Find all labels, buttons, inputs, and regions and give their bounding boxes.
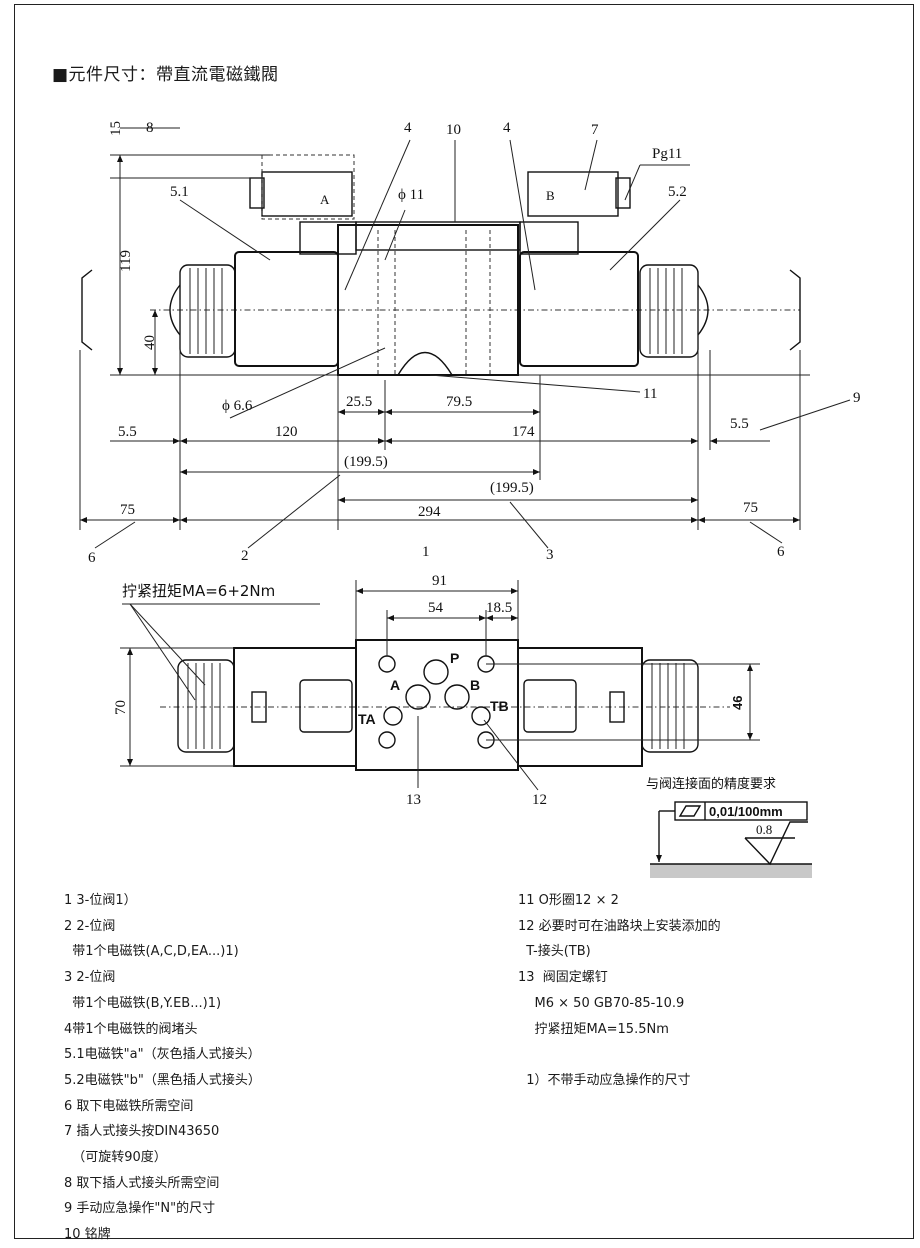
dim-15: 15 xyxy=(108,121,124,136)
port-label-TA: TA xyxy=(358,711,376,727)
roughness-value: 0.8 xyxy=(756,822,772,837)
dim-91: 91 xyxy=(432,573,447,589)
page-frame xyxy=(14,4,914,1239)
port-A xyxy=(405,684,431,710)
legend-item: 5.2电磁铁"b"（黑色插人式接头） xyxy=(64,1072,261,1088)
label-6-right: 6 xyxy=(777,544,785,560)
label-6-left: 6 xyxy=(88,550,96,566)
dim-294: 294 xyxy=(418,504,441,520)
label-10: 10 xyxy=(446,122,461,138)
page-title: ■元件尺寸：帶直流電磁鐵閥 xyxy=(52,65,279,85)
legend-item: 2 2-位阀 xyxy=(64,918,116,934)
legend-item: 12 必要时可在油路块上安装添加的 xyxy=(518,918,721,934)
port-label-A: A xyxy=(390,677,400,693)
dim-199.5-a: (199.5) xyxy=(344,454,388,470)
label-1: 1 xyxy=(422,544,430,560)
left-solenoid-coil xyxy=(234,251,339,367)
label-5.1: 5.1 xyxy=(170,184,189,200)
legend-item: 1）不带手动应急操作的尺寸 xyxy=(518,1072,691,1088)
legend-item: T-接头(TB) xyxy=(518,944,591,960)
mount-hole xyxy=(378,731,396,749)
right-solenoid-coil xyxy=(519,251,639,367)
port-TB xyxy=(471,706,491,726)
dim-79.5: 79.5 xyxy=(446,394,472,410)
side-view xyxy=(79,127,851,549)
port-label-TB: TB xyxy=(490,698,509,714)
legend-item: 带1个电磁铁(A,C,D,EA...)1) xyxy=(64,944,239,960)
dim-46: 46 xyxy=(730,696,745,710)
legend-item: M6 × 50 GB70-85-10.9 xyxy=(518,995,685,1011)
label-4-right: 4 xyxy=(503,120,511,136)
legend-item: 6 取下电磁铁所需空间 xyxy=(64,1098,194,1114)
surface-requirement: 与阀连接面的精度要求 0,01/100mm 0.8 xyxy=(646,776,812,878)
dim-40: 40 xyxy=(142,335,158,350)
surface-caption: 与阀连接面的精度要求 xyxy=(646,776,776,792)
top-left-nut xyxy=(177,659,235,753)
dim-phi6.6: ϕ 6.6 xyxy=(222,398,253,414)
top-view xyxy=(120,580,760,791)
port-label-P: P xyxy=(450,650,459,666)
label-5.2: 5.2 xyxy=(668,184,687,200)
label-2: 2 xyxy=(241,548,249,564)
legend-spacer xyxy=(518,1042,721,1068)
legend-item: 拧紧扭矩MA=15.5Nm xyxy=(518,1021,669,1037)
right-connector-plug xyxy=(519,171,631,255)
legend-item: 8 取下插人式接头所需空间 xyxy=(64,1175,220,1191)
dim-174: 174 xyxy=(512,424,535,440)
dim-pg11: Pg11 xyxy=(652,146,682,162)
legend-item: 4带1个电磁铁的阀堵头 xyxy=(64,1021,198,1037)
legend-item: 13 阀固定螺钉 xyxy=(518,970,608,986)
top-view-labels: 拧紧扭矩MA=6+2Nm 91 54 18.5 70 46 P A B TA T… xyxy=(113,573,745,808)
left-connector-plug xyxy=(249,154,357,255)
dim-5.5-right: 5.5 xyxy=(730,416,749,432)
legend-item: 9 手动应急操作"N"的尺寸 xyxy=(64,1201,216,1217)
legend-item: 11 O形圈12 × 2 xyxy=(518,893,619,908)
label-13: 13 xyxy=(406,792,421,808)
torque-label: 拧紧扭矩MA=6+2Nm xyxy=(122,582,275,600)
label-3: 3 xyxy=(546,547,554,563)
flatness-icon xyxy=(678,805,702,817)
dim-120: 120 xyxy=(275,424,298,440)
dim-70: 70 xyxy=(113,700,129,715)
dim-119: 119 xyxy=(118,250,134,272)
port-label-B: B xyxy=(470,677,480,693)
legend-left: 1 3-位阀1） 2 2-位阀 带1个电磁铁(A,C,D,EA...)1) 3 … xyxy=(64,888,261,1248)
legend-item: 10 铭牌 xyxy=(64,1227,111,1243)
dim-8: 8 xyxy=(146,120,154,136)
label-7: 7 xyxy=(591,122,599,138)
dim-75-right: 75 xyxy=(743,500,758,516)
legend-item: 7 插人式接头按DIN43650 xyxy=(64,1124,220,1140)
legend-item: 3 2-位阀 xyxy=(64,970,116,986)
dim-75-left: 75 xyxy=(120,502,135,518)
dim-25.5: 25.5 xyxy=(346,394,372,410)
side-view-labels: 15 8 119 40 5.5 120 25.5 79.5 174 5.5 (1… xyxy=(88,120,861,566)
dim-phi11: ϕ 11 xyxy=(398,187,424,203)
label-4-left: 4 xyxy=(404,120,412,136)
legend-item: 5.1电磁铁"a"（灰色插人式接头） xyxy=(64,1047,261,1063)
label-letter-A: A xyxy=(320,192,330,207)
legend-item: 带1个电磁铁(B,Y.EB...)1) xyxy=(64,995,222,1011)
roughness-symbol xyxy=(744,821,808,866)
legend-item: （可旋转90度） xyxy=(64,1150,167,1166)
label-9: 9 xyxy=(853,390,861,406)
port-P xyxy=(423,659,449,685)
label-11: 11 xyxy=(643,386,657,402)
flatness-value: 0,01/100mm xyxy=(709,804,783,819)
o-ring-seat xyxy=(396,351,454,376)
top-right-nut xyxy=(641,659,699,753)
legend-right: 11 O形圈12 × 2 12 必要时可在油路块上安装添加的 T-接头(TB) … xyxy=(518,888,721,1094)
label-12: 12 xyxy=(532,792,547,808)
port-TA xyxy=(383,706,403,726)
nameplate xyxy=(355,221,521,251)
dim-199.5-b: (199.5) xyxy=(490,480,534,496)
dim-18.5: 18.5 xyxy=(486,600,512,616)
label-letter-B: B xyxy=(546,188,555,203)
port-B xyxy=(444,684,470,710)
dim-54: 54 xyxy=(428,600,444,616)
mount-hole xyxy=(378,655,396,673)
surface-hatch xyxy=(650,864,812,878)
dim-5.5-left: 5.5 xyxy=(118,424,137,440)
legend-item: 1 3-位阀1） xyxy=(64,893,137,908)
